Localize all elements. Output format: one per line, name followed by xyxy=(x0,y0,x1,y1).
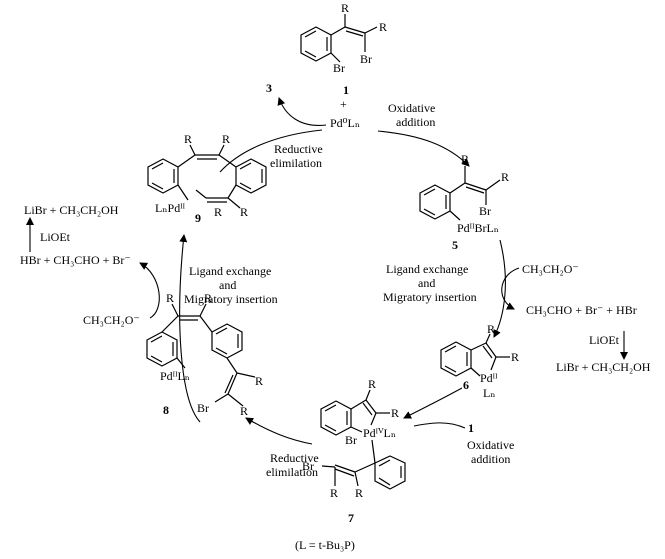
compound-5-structure xyxy=(419,166,501,221)
arrow-7-to-8 xyxy=(245,417,313,445)
compound-8-number: 8 xyxy=(163,403,169,417)
compound-7-r1: R xyxy=(368,377,376,391)
compound-8-br: Br xyxy=(197,401,209,415)
compound-7-r4: R xyxy=(355,486,363,500)
step-ligand-2-line2: and xyxy=(219,278,236,292)
compound-5-number: 5 xyxy=(452,238,458,252)
compound-5-pd: PdᴵᴵBrLₙ xyxy=(457,221,499,235)
compound-7-number: 7 xyxy=(348,511,354,525)
compound-9-structure xyxy=(147,144,267,209)
lioet-right: LiOEt xyxy=(589,333,620,347)
arrow-reductive-1 xyxy=(219,129,323,173)
step-reductive-1-line2: elimilation xyxy=(270,156,322,170)
compound-7-br2: Br xyxy=(302,459,314,473)
step-oxidative-2-line2: addition xyxy=(471,452,510,466)
compound-8-r1: R xyxy=(166,291,174,305)
compound-1-structure xyxy=(300,14,378,63)
ethoxide-left: CH₃CH₂O⁻ xyxy=(83,313,140,327)
compound-5-r1: R xyxy=(461,152,469,166)
compound-7-r2: R xyxy=(391,406,399,420)
step-ligand-1-line1: Ligand exchange xyxy=(386,262,468,276)
libr-right: LiBr + CH₃CH₂OH xyxy=(556,360,651,374)
step-reductive-2-line2: elimilation xyxy=(266,465,318,479)
compound-8-pd: PdᴵᴵLₙ xyxy=(160,369,190,383)
products-right: CH₃CHO + Br⁻ + HBr xyxy=(526,303,637,317)
arrow-ethoxide-left xyxy=(139,262,160,319)
compound-5-r2: R xyxy=(501,170,509,184)
step-oxidative-1-line2: addition xyxy=(396,115,435,129)
step-oxidative-1-line1: Oxidative xyxy=(388,101,435,115)
compound-6-pd: Pdᴵᴵ xyxy=(480,371,498,385)
compound-8-r3: R xyxy=(255,374,263,388)
ligand-footnote: (L = t-Bu₃P) xyxy=(295,538,355,552)
step-ligand-1-line3: Migratory insertion xyxy=(383,290,477,304)
compound-9-r2: R xyxy=(222,132,230,146)
arrow-add-1 xyxy=(413,422,466,429)
compound-7-pd: PdᴵⱽLₙ xyxy=(363,426,396,440)
compound-6-r1: R xyxy=(487,322,495,336)
compound-9-r1: R xyxy=(184,132,192,146)
compound-1-r2: R xyxy=(379,20,387,34)
compound-6-structure xyxy=(440,333,510,377)
libr-left: LiBr + CH₃CH₂OH xyxy=(24,203,119,217)
compound-7-structure xyxy=(320,389,406,490)
lioet-left: LiOEt xyxy=(40,230,71,244)
step-ligand-1-line2: and xyxy=(418,276,435,290)
compound-6-ln: Lₙ xyxy=(483,386,496,400)
step-reductive-2-line1: Reductive xyxy=(270,451,319,465)
compound-9-r3: R xyxy=(240,205,248,219)
compound-9-number: 9 xyxy=(195,211,201,225)
compound-9-pd: LₙPdᴵᴵ xyxy=(155,201,186,215)
compound-6-r2: R xyxy=(511,350,519,364)
plus-sign: + xyxy=(340,97,347,111)
compound-1-br2: Br xyxy=(360,52,372,66)
pd0-catalyst: Pd⁰Lₙ xyxy=(330,116,360,130)
compound-8-structure xyxy=(146,303,256,407)
step-ligand-2-line1: Ligand exchange xyxy=(189,264,271,278)
step-oxidative-2-line1: Oxidative xyxy=(467,438,514,452)
ethoxide-right: CH₃CH₂O⁻ xyxy=(522,262,579,276)
compound-5-br: Br xyxy=(479,204,491,218)
compound-8-r4: R xyxy=(240,404,248,418)
compound-3-number: 3 xyxy=(266,81,272,95)
arrow-release-3 xyxy=(277,97,327,126)
compound-1-r1: R xyxy=(341,1,349,15)
arrow-8-to-9 xyxy=(179,234,201,423)
arrow-oxidative-1 xyxy=(377,130,470,167)
arrow-ethoxide-right xyxy=(501,267,520,310)
compound-1-br1: Br xyxy=(333,61,345,75)
products-left: HBr + CH₃CHO + Br⁻ xyxy=(20,253,131,267)
compound-7-br1: Br xyxy=(345,433,357,447)
compound-1-reagent: 1 xyxy=(468,421,474,435)
arrow-5-to-6 xyxy=(493,239,506,338)
arrow-6-to-7 xyxy=(403,387,463,419)
compound-1-number: 1 xyxy=(343,83,349,97)
compound-8-r2: R xyxy=(204,291,212,305)
compound-7-r3: R xyxy=(330,486,338,500)
step-reductive-1-line1: Reductive xyxy=(274,142,323,156)
step-ligand-2-line3: Migratory insertion xyxy=(184,292,278,306)
compound-9-r4: R xyxy=(214,205,222,219)
compound-6-number: 6 xyxy=(463,378,469,392)
